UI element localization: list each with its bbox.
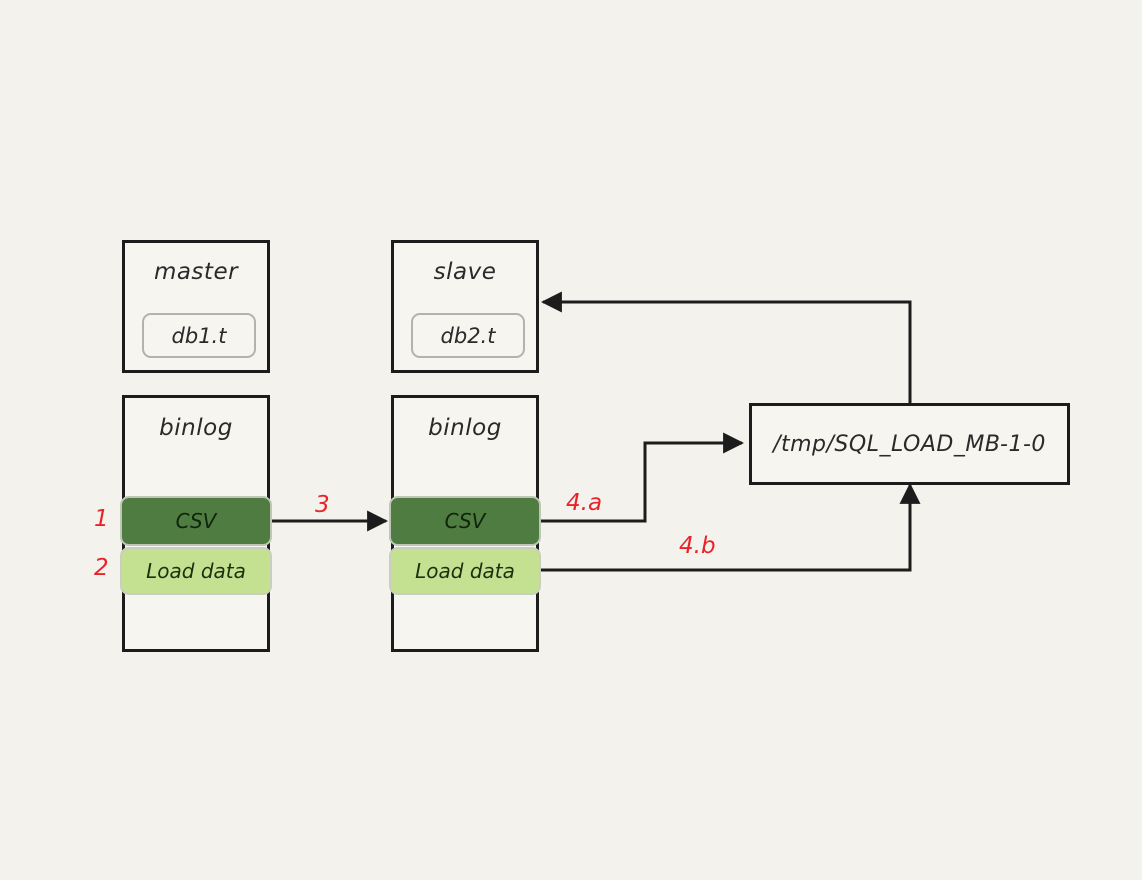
node-temp-file[interactable]: /tmp/SQL_LOAD_MB-1-0 [749, 403, 1070, 485]
master-binlog-event-load-data[interactable]: Load data [120, 547, 272, 595]
slave-table-chip[interactable]: db2.t [411, 313, 525, 358]
master-binlog-title: binlog [159, 415, 233, 441]
arrow-step4b [540, 482, 921, 572]
arrow-step4a [540, 432, 745, 523]
slave-binlog-event-load-data[interactable]: Load data [389, 547, 541, 595]
arrow-tempfile-to-slave [540, 291, 912, 403]
annotation-step-1: 1 [94, 506, 109, 532]
annotation-step-3: 3 [315, 492, 330, 518]
annotation-step-4a: 4.a [566, 490, 603, 516]
annotation-step-4b: 4.b [679, 533, 716, 559]
slave-binlog-event-csv[interactable]: CSV [389, 496, 541, 546]
master-table-chip[interactable]: db1.t [142, 313, 256, 358]
slave-binlog-title: binlog [428, 415, 502, 441]
node-slave-title: slave [433, 259, 497, 285]
node-slave[interactable]: slave db2.t [391, 240, 539, 373]
master-binlog-event-csv[interactable]: CSV [120, 496, 272, 546]
node-master[interactable]: master db1.t [122, 240, 270, 373]
node-master-title: master [153, 259, 239, 285]
annotation-step-2: 2 [94, 555, 109, 581]
